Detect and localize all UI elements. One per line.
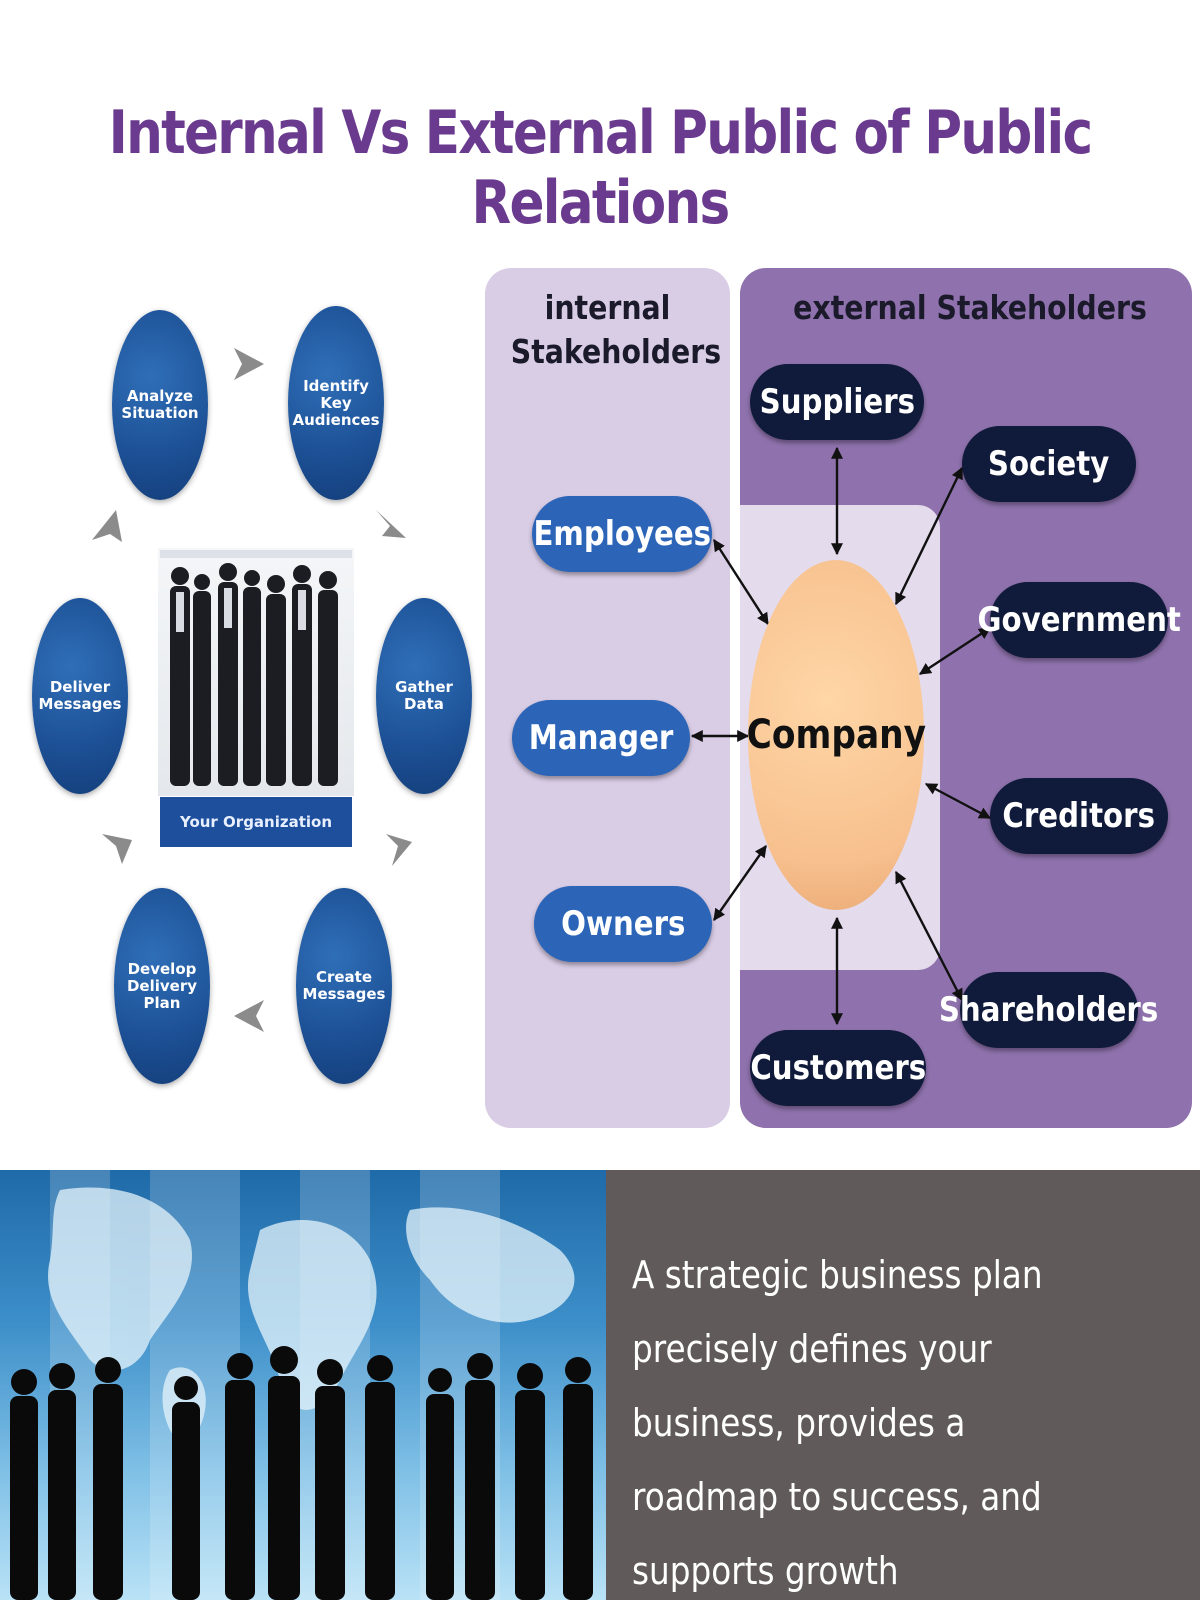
cycle-step-develop: Develop Delivery Plan [114, 888, 210, 1084]
stakeholder-manager: Manager [512, 700, 690, 776]
stakeholder-suppliers: Suppliers [750, 364, 924, 440]
banner-text-panel [606, 1170, 1200, 1600]
stakeholder-creditors: Creditors [990, 778, 1168, 854]
stakeholder-customers: Customers [750, 1030, 926, 1106]
chevron-up-left-icon [102, 834, 132, 864]
chevron-up-right-icon [92, 510, 122, 542]
internal-stakeholders-heading: internal Stakeholders [510, 288, 722, 371]
banner-text: A strategic business plan precisely defi… [632, 1253, 1043, 1593]
stakeholder-society: Society [962, 426, 1136, 502]
chevron-down-right-icon [376, 510, 406, 538]
stakeholder-government: Government [977, 582, 1181, 658]
cycle-step-deliver: Deliver Messages [32, 598, 128, 794]
organization-photo [158, 548, 354, 796]
world-map-silhouette-image [0, 1170, 606, 1600]
external-stakeholders-heading: external Stakeholders [793, 288, 1147, 327]
stakeholder-owners: Owners [534, 886, 712, 962]
page-title: Internal Vs External Public of Public Re… [108, 98, 1094, 238]
cycle-step-gather: Gather Data [376, 598, 472, 794]
company-node: Company [746, 560, 926, 910]
cycle-step-identify: Identify Key Audiences [288, 306, 384, 500]
chevron-down-left-icon [386, 834, 412, 866]
stakeholder-shareholders: Shareholders [939, 972, 1159, 1048]
chevron-right-icon [234, 348, 264, 380]
stakeholder-employees: Employees [532, 496, 712, 572]
cycle-step-analyze: Analyze Situation [112, 310, 208, 500]
chevron-left-icon [234, 1000, 264, 1032]
cycle-step-create: Create Messages [296, 888, 392, 1084]
organization-label: Your Organization [160, 797, 352, 847]
internal-stakeholders-panel [485, 268, 730, 1128]
